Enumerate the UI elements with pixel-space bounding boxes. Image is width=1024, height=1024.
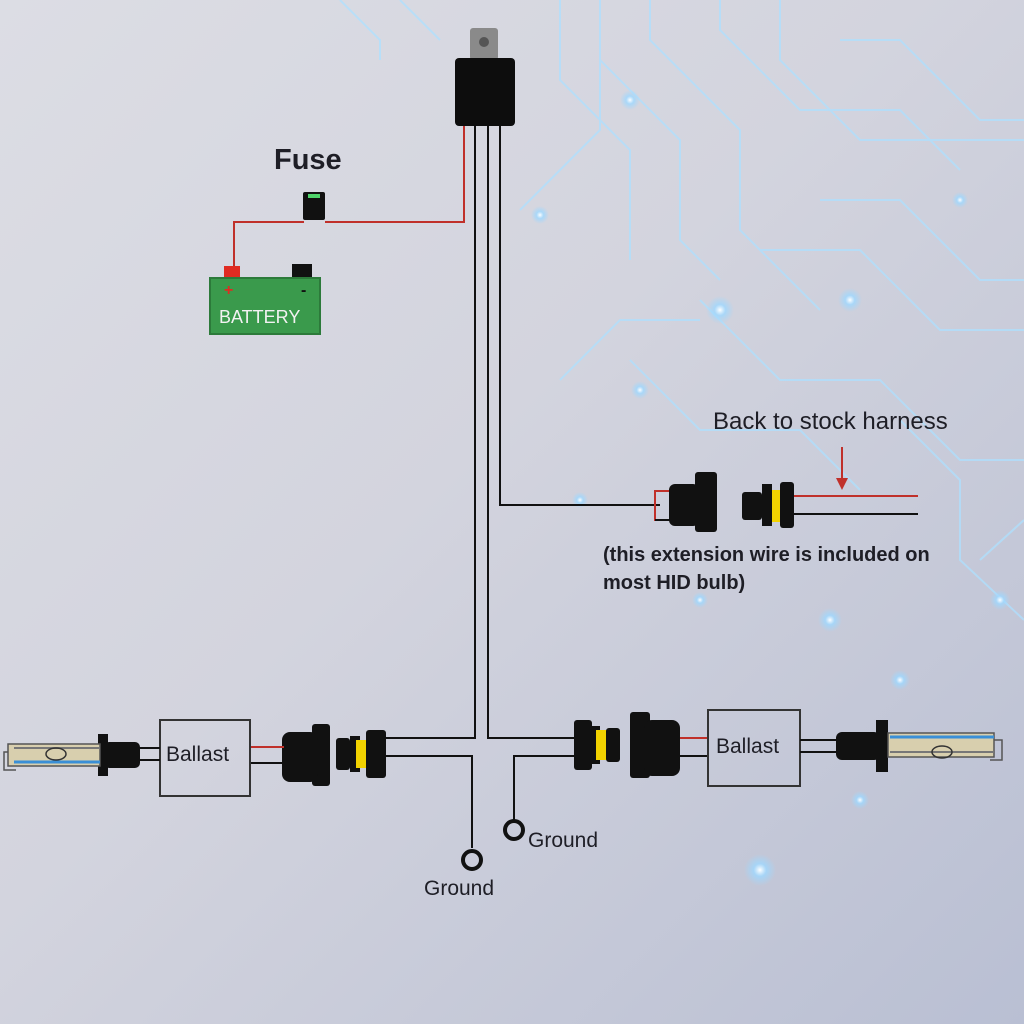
battery-plus-terminal bbox=[224, 266, 240, 280]
relay-output-wires bbox=[385, 126, 660, 739]
battery-minus-label: - bbox=[301, 282, 307, 299]
right-ballast-label: Ballast bbox=[716, 735, 780, 758]
left-ground-label: Ground bbox=[424, 877, 495, 900]
left-connector-seal bbox=[356, 740, 368, 768]
female-connector bbox=[669, 484, 699, 526]
right-ballast-box bbox=[707, 709, 801, 787]
battery-minus-terminal bbox=[292, 264, 312, 280]
connector-seal bbox=[772, 490, 782, 522]
relay-body bbox=[455, 58, 515, 126]
battery-label: BATTERY bbox=[219, 307, 301, 327]
fuse bbox=[303, 192, 325, 220]
fuse-to-battery-wire bbox=[233, 221, 304, 268]
battery-plus-label: + bbox=[224, 282, 234, 299]
left-assembly bbox=[3, 719, 386, 797]
left-bulb-base bbox=[104, 742, 140, 768]
battery-body bbox=[209, 277, 321, 335]
stock-harness-connectors bbox=[654, 447, 918, 532]
right-assembly bbox=[574, 709, 1003, 787]
right-ground-label: Ground bbox=[528, 829, 599, 852]
left-connector-front bbox=[282, 732, 318, 782]
right-ground-ring bbox=[503, 819, 525, 841]
left-ground-ring bbox=[461, 849, 483, 871]
right-connector-front bbox=[644, 720, 680, 776]
right-ground-wire bbox=[513, 755, 585, 820]
male-connector bbox=[742, 492, 762, 520]
left-ballast-label: Ballast bbox=[166, 743, 230, 766]
relay-tab-hole bbox=[479, 37, 489, 47]
extension-note-line1: (this extension wire is included on bbox=[603, 544, 930, 566]
relay-to-fuse-wire bbox=[325, 126, 465, 223]
fuse-label: Fuse bbox=[274, 144, 342, 176]
left-ground-wire bbox=[385, 755, 473, 848]
harness-label: Back to stock harness bbox=[713, 408, 948, 435]
battery bbox=[209, 264, 321, 335]
relay bbox=[455, 28, 515, 126]
left-ballast-box bbox=[159, 719, 251, 797]
extension-note-line2: most HID bulb) bbox=[603, 572, 746, 594]
right-connector-seal bbox=[596, 730, 608, 760]
right-bulb-base bbox=[836, 732, 880, 760]
